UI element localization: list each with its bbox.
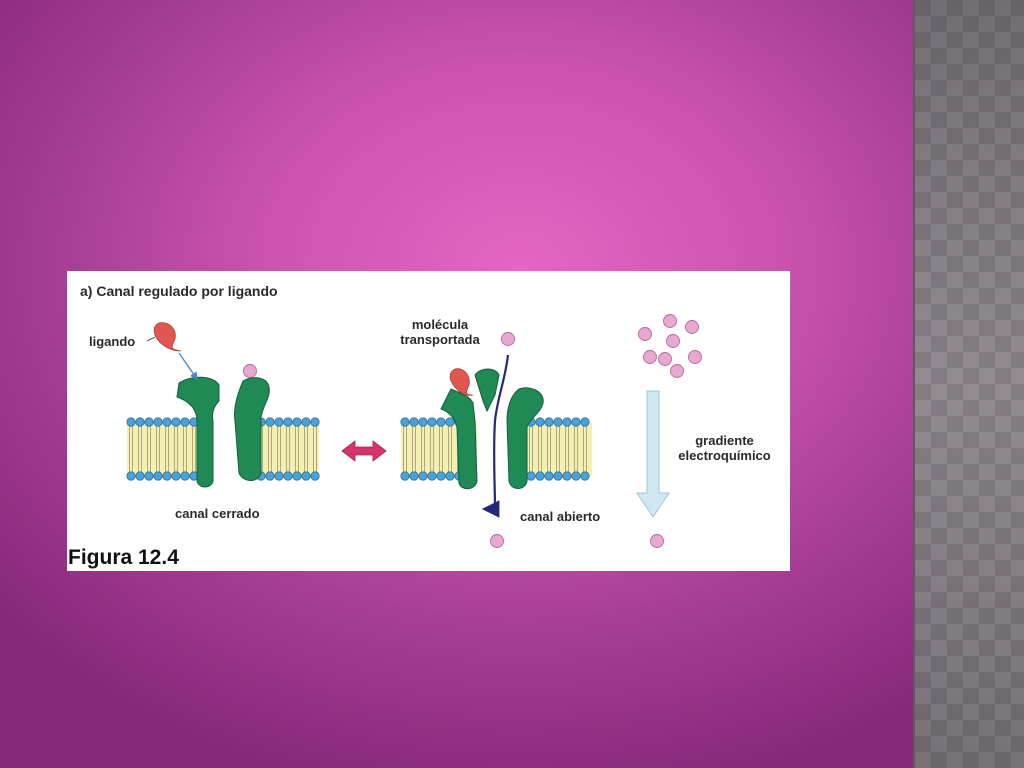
molecule-gradient-bottom — [650, 534, 664, 548]
lipid-head — [409, 471, 419, 481]
lipid-head — [427, 417, 437, 427]
molecule-label-line1: molécula — [411, 317, 469, 332]
ligand-leader-line — [146, 336, 156, 342]
lipid-head — [445, 471, 455, 481]
lipid-head — [126, 471, 136, 481]
lipid-head — [580, 417, 590, 427]
molecule-cluster-1 — [663, 314, 677, 328]
lipid-head — [144, 417, 154, 427]
open-channel-left-subunit — [440, 388, 478, 490]
ligand-arrow — [178, 352, 198, 381]
lipid-head — [274, 471, 284, 481]
molecule-cluster-3 — [666, 334, 680, 348]
lipid-head — [445, 417, 455, 427]
molecule-transported-top — [501, 332, 515, 346]
molecule-closed-top — [243, 364, 257, 378]
molecule-cluster-5 — [658, 352, 672, 366]
lipid-head — [418, 417, 428, 427]
lipid-head — [162, 417, 172, 427]
ligand-label: ligando — [89, 334, 136, 349]
lipid-head — [144, 471, 154, 481]
ligand-molecule — [153, 322, 182, 352]
lipid-head — [135, 471, 145, 481]
open-channel-right-subunit — [506, 387, 544, 489]
membrane-core-closed-left — [127, 422, 207, 476]
closed-channel-left-subunit — [176, 376, 220, 488]
lipid-head — [265, 471, 275, 481]
transport-path-arrow — [481, 354, 510, 518]
lipid-head — [418, 471, 428, 481]
membrane-core-closed-right — [257, 422, 319, 476]
lipid-head — [153, 471, 163, 481]
gradient-label: gradiente electroquímico — [667, 433, 782, 463]
figure-canal-ligando: a) Canal regulado por ligando ligando mo… — [67, 271, 790, 571]
lipid-head — [153, 417, 163, 427]
gradient-label-line2: electroquímico — [678, 448, 771, 463]
lipid-head — [171, 417, 181, 427]
equilibrium-double-arrow — [341, 440, 387, 462]
lipid-head — [535, 417, 545, 427]
lipid-head — [544, 471, 554, 481]
gradient-arrow — [636, 390, 670, 518]
lipid-head — [544, 417, 554, 427]
lipid-head — [310, 471, 320, 481]
lipid-head — [526, 471, 536, 481]
lipid-head — [283, 417, 293, 427]
lipid-head — [553, 417, 563, 427]
molecule-cluster-6 — [688, 350, 702, 364]
lipid-head — [283, 471, 293, 481]
lipid-head — [301, 417, 311, 427]
molecule-label-line2: transportada — [400, 332, 480, 347]
closed-channel-label: canal cerrado — [175, 506, 260, 521]
lipid-head — [180, 417, 190, 427]
lipid-head — [265, 417, 275, 427]
open-channel-label: canal abierto — [520, 509, 601, 524]
diagram-canvas — [126, 314, 702, 548]
lipid-head — [409, 417, 419, 427]
molecule-cluster-0 — [638, 327, 652, 341]
lipid-head — [580, 471, 590, 481]
gradient-label-line1: gradiente — [695, 433, 754, 448]
lipid-head — [135, 417, 145, 427]
lipid-head — [553, 471, 563, 481]
lipid-head — [301, 471, 311, 481]
decorative-side-panel — [913, 0, 1024, 768]
molecule-cluster-4 — [643, 350, 657, 364]
lipid-head — [571, 417, 581, 427]
lipid-head — [571, 471, 581, 481]
bound-ligand — [449, 368, 474, 396]
lipid-head — [126, 417, 136, 427]
lipid-head — [436, 471, 446, 481]
lipid-head — [292, 471, 302, 481]
figure-caption: a) Canal regulado por ligando — [80, 283, 278, 299]
molecule-cluster-2 — [685, 320, 699, 334]
lipid-head — [562, 417, 572, 427]
lipid-head — [400, 417, 410, 427]
molecule-cluster-7 — [670, 364, 684, 378]
molecule-label: molécula transportada — [385, 317, 495, 347]
lipid-head — [535, 471, 545, 481]
closed-channel-right-subunit — [234, 377, 270, 481]
lipid-head — [180, 471, 190, 481]
lipid-head — [427, 471, 437, 481]
lipid-head — [400, 471, 410, 481]
figure-number: Figura 12.4 — [68, 546, 179, 569]
lipid-head — [436, 417, 446, 427]
molecule-transported-bottom — [490, 534, 504, 548]
lipid-head — [310, 417, 320, 427]
lipid-head — [274, 417, 284, 427]
lipid-head — [171, 471, 181, 481]
lipid-head — [162, 471, 172, 481]
open-channel-top-lobe — [474, 368, 500, 413]
lipid-head — [562, 471, 572, 481]
lipid-head — [292, 417, 302, 427]
